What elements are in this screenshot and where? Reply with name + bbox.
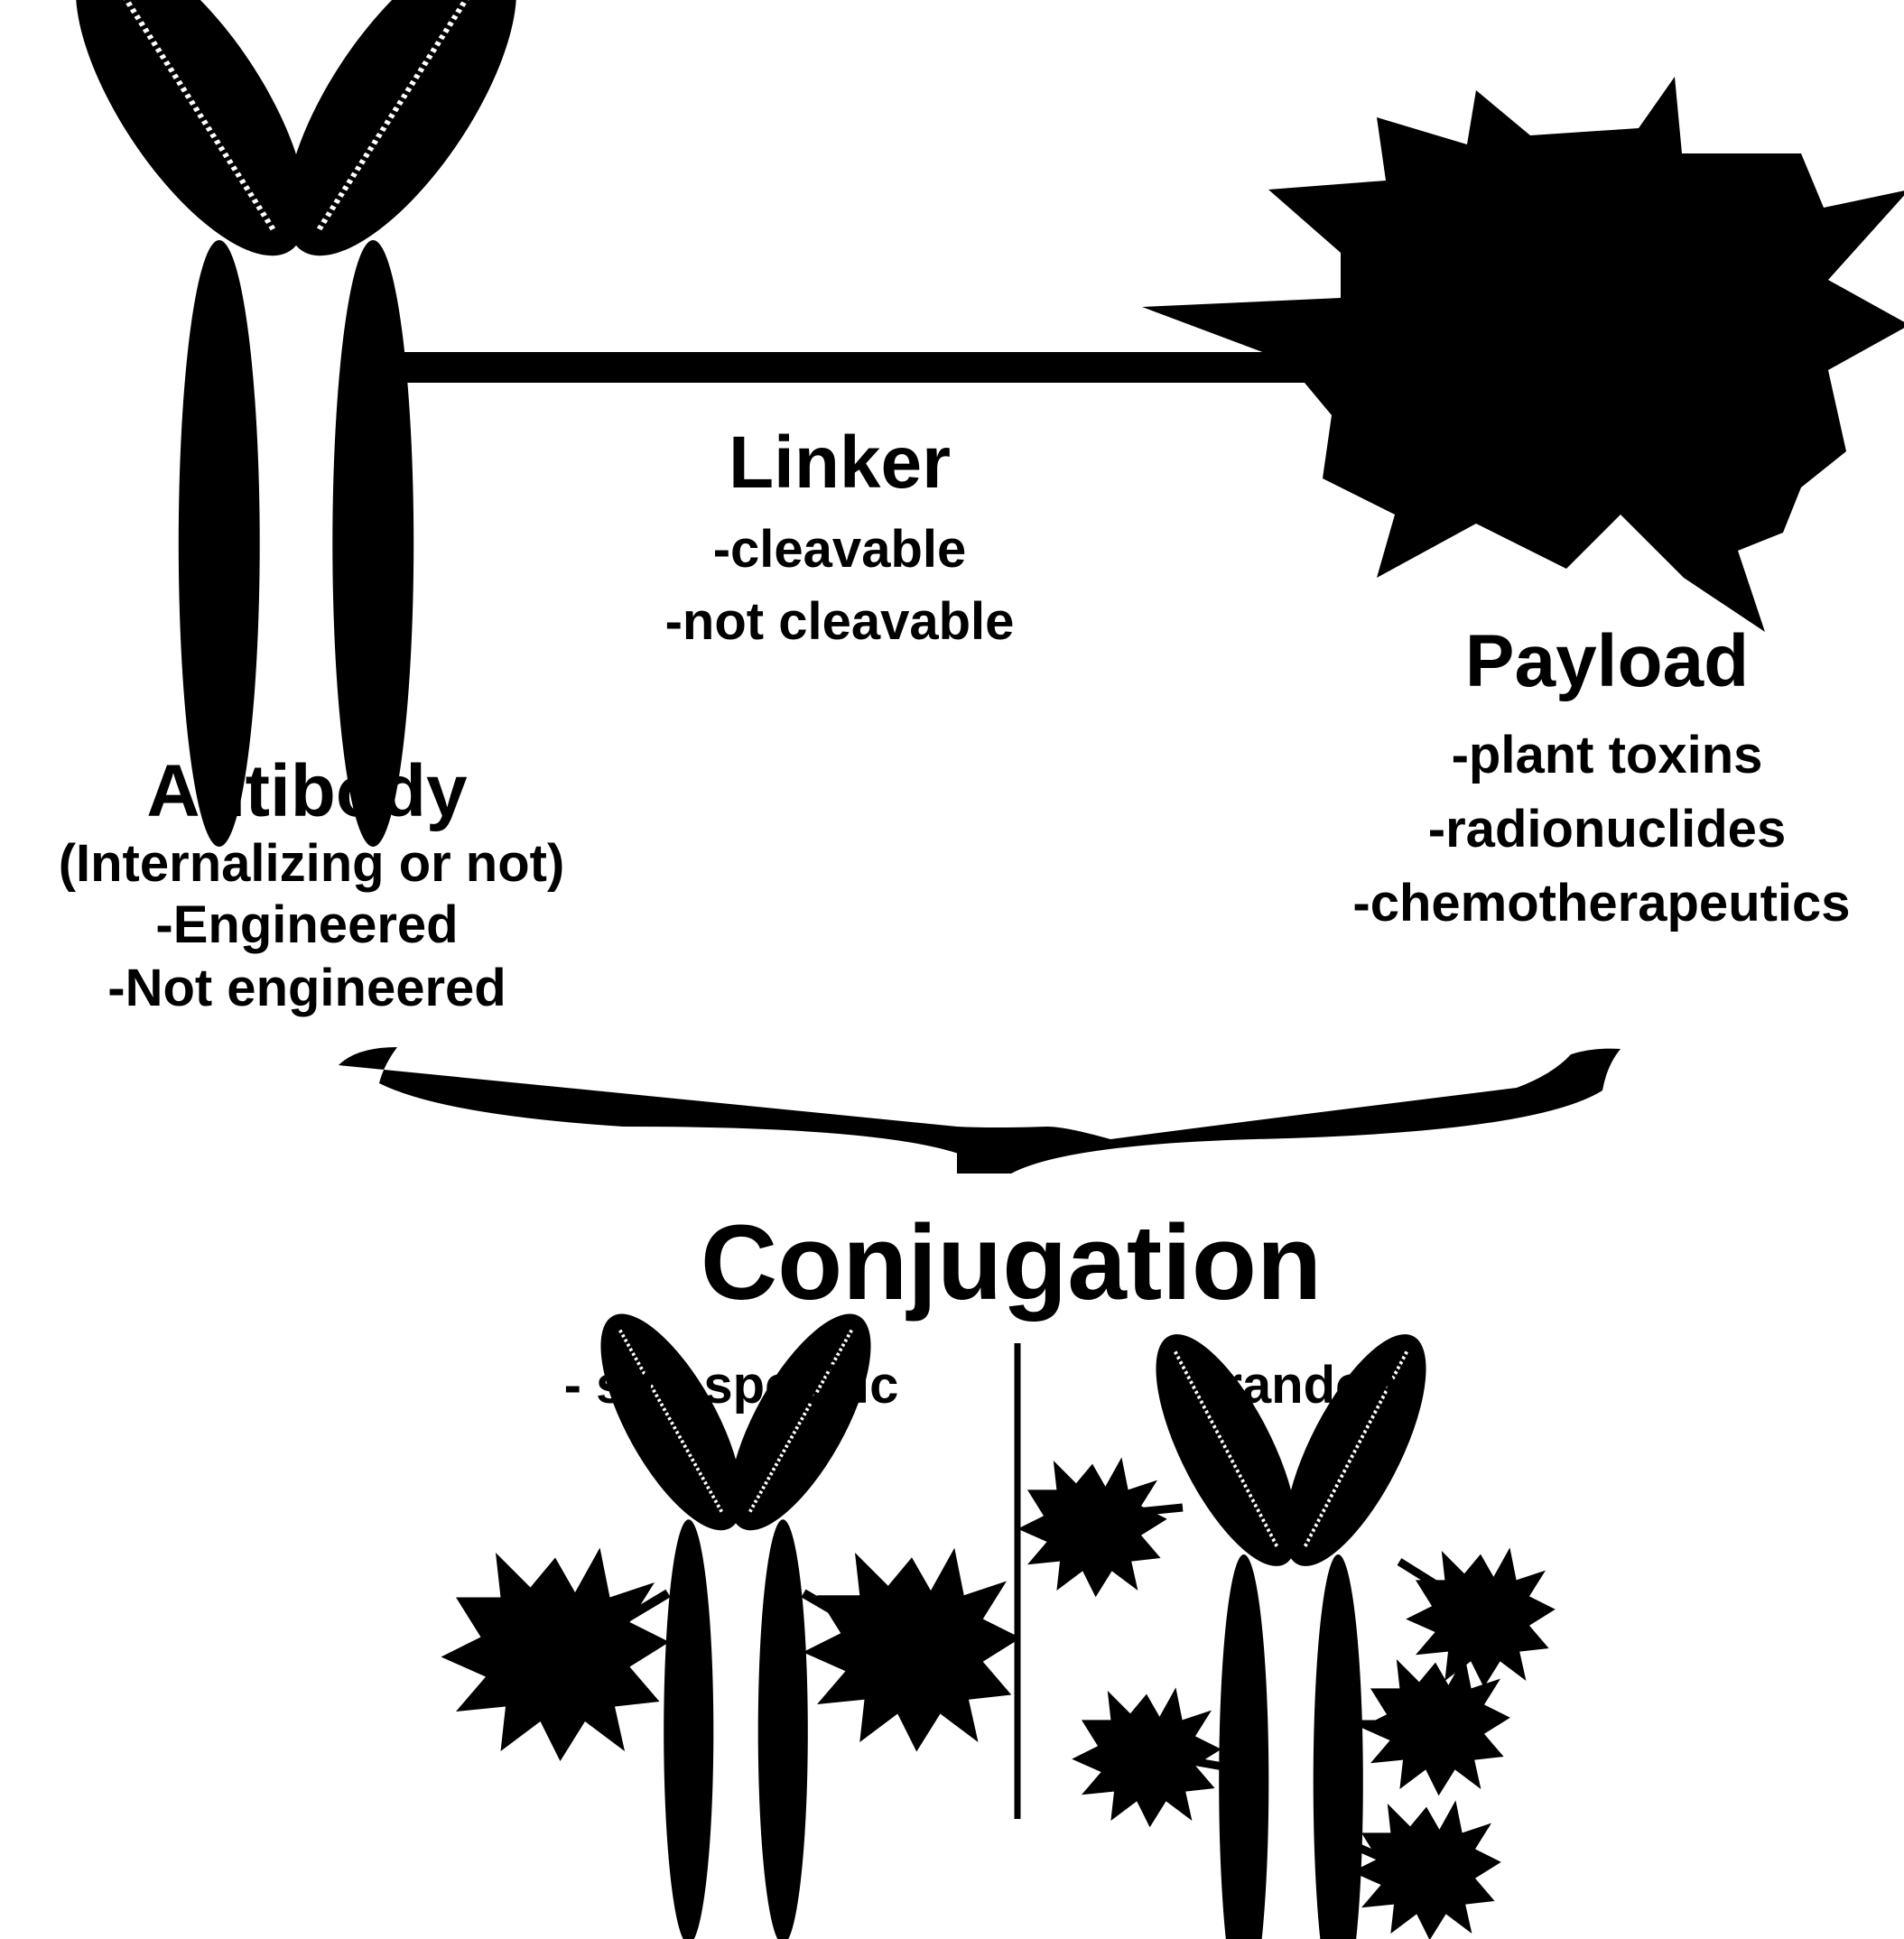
antibody-option-engineered: -Engineered (155, 895, 459, 954)
conjugation-method-random: -random (1204, 1356, 1414, 1415)
antibody-subtitle: (Internalizing or not) (58, 834, 565, 893)
payload-option-chemotherapeutics: -chemotherapeutics (1352, 874, 1851, 932)
linker-title: Linker (728, 422, 952, 504)
curly-brace (339, 1047, 1621, 1174)
antibody-option-not-engineered: -Not engineered (107, 959, 506, 1017)
payload-title: Payload (1464, 620, 1750, 702)
antibody-title: Antibody (146, 750, 468, 832)
linker-bar (397, 352, 1345, 383)
linker-option-cleavable: -cleavable (712, 520, 967, 579)
payload-option-plant-toxins: -plant toxins (1451, 726, 1763, 784)
site-specific-conjugate-icon (441, 1291, 1021, 1939)
antibody-icon (32, 0, 561, 847)
conjugation-title: Conjugation (700, 1203, 1323, 1322)
random-conjugate-icon (1017, 1313, 1556, 1939)
linker-option-not-cleavable: -not cleavable (664, 592, 1015, 651)
payload-option-radionuclides: -radionuclides (1427, 800, 1787, 858)
conjugation-method-site-specific: - site-specific (563, 1356, 899, 1415)
